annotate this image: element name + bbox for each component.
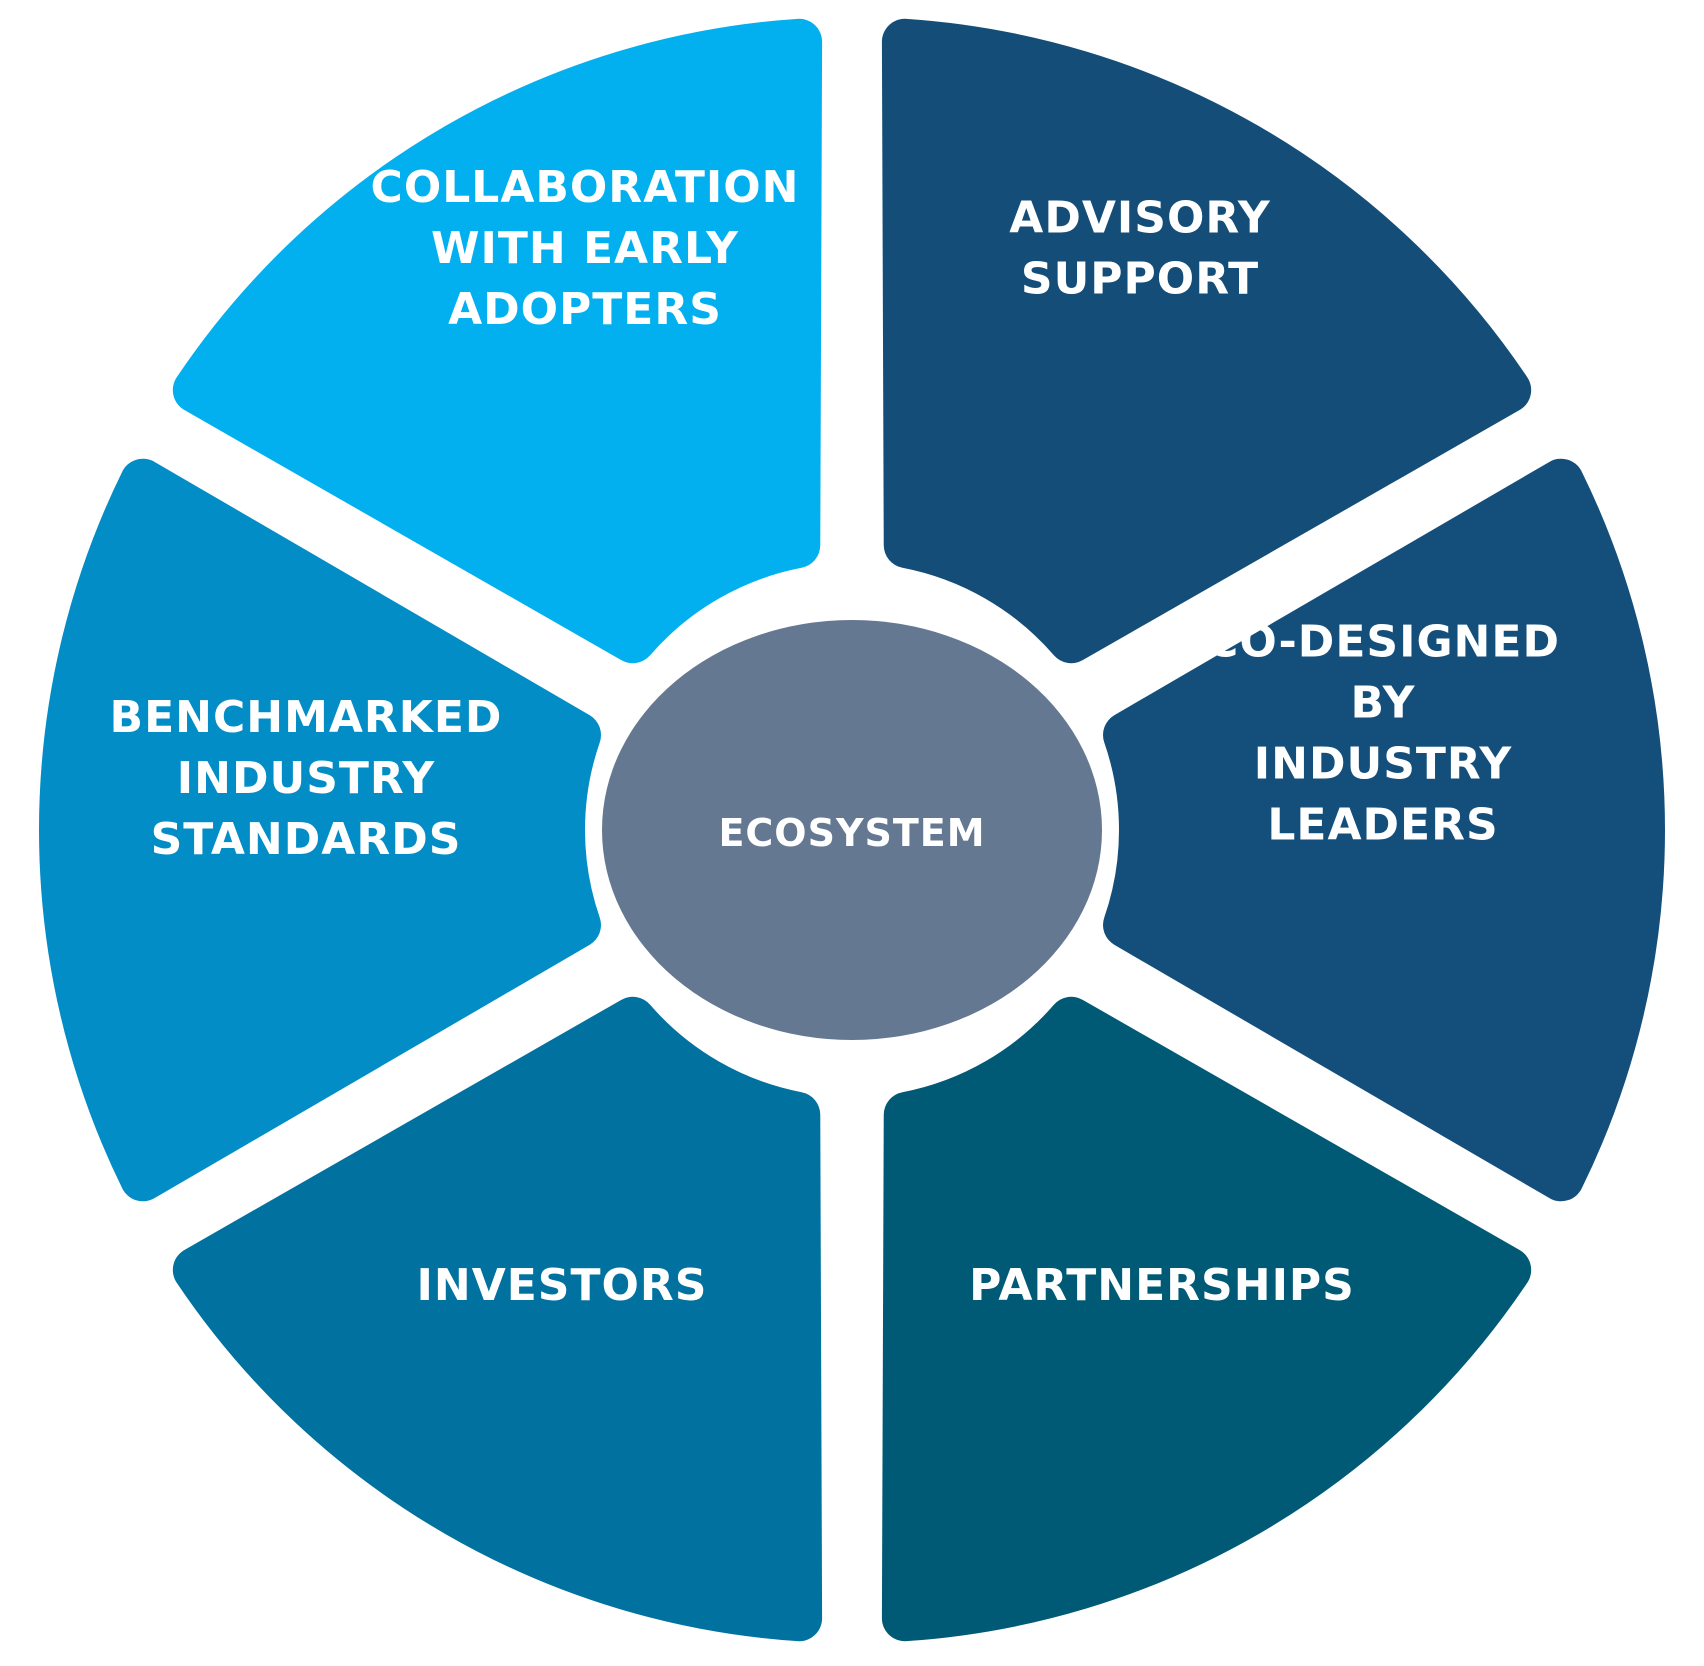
segment-partnerships-label: PARTNERSHIPS [969, 1260, 1355, 1311]
segment-advisory-label-line: ADVISORY [1009, 193, 1271, 244]
segment-advisory-shape [881, 18, 1532, 664]
segment-advisory-label: ADVISORY SUPPORT [1009, 193, 1271, 305]
segment-co-designed-label-line: BY [1351, 678, 1416, 729]
segment-collaboration-shape [172, 18, 823, 664]
center-hub [602, 620, 1102, 1040]
segment-partnerships-shape [881, 996, 1532, 1642]
segment-co-designed-label: CO-DESIGNED BY INDUSTRY LEADERS [1206, 617, 1560, 851]
segment-benchmarked-shape [39, 458, 601, 1202]
segment-investors-shape [172, 996, 823, 1642]
segment-benchmarked: BENCHMARKED INDUSTRY STANDARDS [39, 458, 601, 1202]
segment-partnerships-label-line: PARTNERSHIPS [969, 1260, 1355, 1311]
segment-co-designed-label-line: INDUSTRY [1254, 739, 1513, 790]
wheel-segments: COLLABORATION WITH EARLY ADOPTERS ADVISORY S… [39, 18, 1665, 1642]
segment-investors-label-line: INVESTORS [417, 1260, 708, 1311]
segment-investors: INVESTORS [172, 996, 823, 1642]
segment-collaboration-label-line: COLLABORATION [371, 162, 800, 213]
segment-collaboration-label-line: ADOPTERS [448, 284, 722, 335]
segment-collaboration-label-line: WITH EARLY [431, 223, 739, 274]
wheel-center: ECOSYSTEM [602, 620, 1102, 1040]
segment-advisory-label-line: SUPPORT [1021, 254, 1259, 305]
segment-partnerships: PARTNERSHIPS [881, 996, 1532, 1642]
segment-co-designed-label-line: CO-DESIGNED [1206, 617, 1560, 668]
segment-collaboration-label: COLLABORATION WITH EARLY ADOPTERS [371, 162, 800, 335]
segment-benchmarked-label: BENCHMARKED INDUSTRY STANDARDS [110, 692, 503, 865]
segment-co-designed-label-line: LEADERS [1267, 800, 1498, 851]
segment-co-designed-shape [1103, 458, 1665, 1202]
segment-benchmarked-label-line: STANDARDS [151, 814, 462, 865]
segment-investors-label: INVESTORS [417, 1260, 708, 1311]
center-label: ECOSYSTEM [718, 811, 985, 855]
segment-advisory: ADVISORY SUPPORT [881, 18, 1532, 664]
segment-collaboration: COLLABORATION WITH EARLY ADOPTERS [172, 18, 823, 664]
segment-co-designed: CO-DESIGNED BY INDUSTRY LEADERS [1103, 458, 1665, 1202]
segment-benchmarked-label-line: BENCHMARKED [110, 692, 503, 743]
segment-benchmarked-label-line: INDUSTRY [177, 753, 436, 804]
